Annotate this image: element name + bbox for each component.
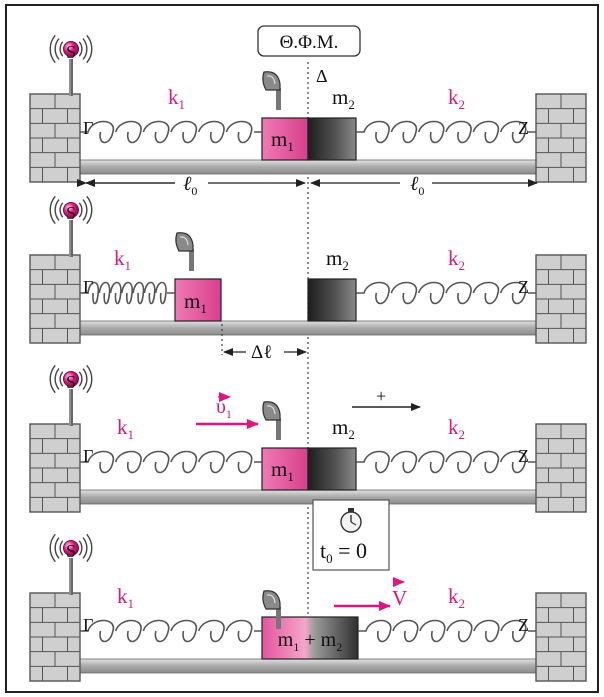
brick-wall xyxy=(29,592,81,682)
l0-left-label: ℓ0 xyxy=(183,173,197,198)
m1-label: m1 xyxy=(271,457,294,484)
m1-label: m1 xyxy=(271,127,294,154)
brick-wall xyxy=(29,93,81,183)
zeta-label: Z xyxy=(518,118,529,138)
panel-1-labels: k1 k2 m2 m1 Γ Z S ℓ0 ℓ0 xyxy=(66,42,529,198)
k2-label: k2 xyxy=(448,85,465,112)
zeta-label: Z xyxy=(518,277,529,297)
detector-icon xyxy=(262,590,281,629)
brick-wall xyxy=(535,93,587,183)
l0-right-label: ℓ0 xyxy=(410,173,424,198)
delta-l-label: Δℓ xyxy=(251,342,272,363)
spring xyxy=(356,120,536,144)
annotation-arrows xyxy=(77,179,538,611)
equilibrium-label-box: Θ.Φ.Μ. xyxy=(257,25,361,57)
spring xyxy=(80,619,262,643)
panel-4-labels: k1 k2 Γ Z S V m1 + m2 xyxy=(66,541,529,654)
speaker-label: S xyxy=(66,372,76,392)
k2-label: k2 xyxy=(448,246,465,273)
k1-label: k1 xyxy=(117,415,134,442)
delta-point-label: Δ xyxy=(316,66,328,86)
V-label: V xyxy=(392,586,407,610)
zeta-label: Z xyxy=(518,615,529,635)
panel-2-compressed xyxy=(29,195,587,344)
speaker-source-icon xyxy=(49,195,93,257)
k1-label: k1 xyxy=(114,246,131,273)
plus-direction-label: + xyxy=(376,386,386,406)
floor-rail xyxy=(79,489,541,505)
m1-block xyxy=(261,447,309,491)
panel-1-equilibrium xyxy=(29,34,587,183)
gamma-label: Γ xyxy=(83,446,93,466)
t0-label: t0 = 0 xyxy=(320,538,367,566)
m1-block xyxy=(174,278,222,322)
panels xyxy=(29,34,587,682)
floor-rail xyxy=(79,159,541,175)
brick-wall xyxy=(535,423,587,513)
detector-icon xyxy=(262,71,281,110)
outer-frame xyxy=(5,4,599,693)
floor-rail xyxy=(79,320,541,336)
m1-label: m1 xyxy=(184,289,207,316)
speaker-label: S xyxy=(66,203,76,223)
speaker-source-icon xyxy=(49,364,93,426)
detector-icon xyxy=(175,232,194,271)
speaker-label: S xyxy=(66,42,76,62)
speaker-label: S xyxy=(66,541,76,561)
brick-wall xyxy=(29,254,81,344)
brick-wall xyxy=(535,592,587,682)
brick-wall xyxy=(29,423,81,513)
spring xyxy=(356,281,536,305)
m2-label: m2 xyxy=(332,415,355,442)
speaker-source-icon xyxy=(49,533,93,595)
spring xyxy=(80,120,262,144)
gamma-label: Γ xyxy=(83,118,93,138)
k2-label: k2 xyxy=(448,584,465,611)
floor-rail xyxy=(79,658,541,674)
panel-4-combined xyxy=(29,533,587,682)
k2-label: k2 xyxy=(448,415,465,442)
k1-label: k1 xyxy=(168,85,185,112)
equilibrium-label: Θ.Φ.Μ. xyxy=(280,32,339,53)
m2-block xyxy=(307,278,357,322)
panel-3-collision xyxy=(29,364,587,513)
m2-block xyxy=(307,447,357,491)
spring xyxy=(358,619,536,643)
speaker-source-icon xyxy=(49,34,93,96)
stopwatch-icon xyxy=(340,508,362,533)
panel-2-labels: k1 k2 m2 m1 Γ Z S Δℓ xyxy=(66,203,529,363)
brick-wall xyxy=(535,254,587,344)
gamma-label: Γ xyxy=(83,615,93,635)
spring xyxy=(80,281,175,305)
m2-block xyxy=(307,117,357,161)
spring xyxy=(356,450,536,474)
combined-mass-label: m1 + m2 xyxy=(278,629,342,654)
detector-icon xyxy=(262,401,281,440)
v1-label: υ1 xyxy=(216,396,232,421)
stopwatch-box xyxy=(312,499,390,571)
zeta-label: Z xyxy=(518,446,529,466)
k1-label: k1 xyxy=(117,584,134,611)
gamma-label: Γ xyxy=(83,277,93,297)
spring xyxy=(80,450,262,474)
m2-label: m2 xyxy=(326,246,349,273)
panel-3-labels: k1 k2 m2 m1 Γ Z S υ1 + t0 = 0 xyxy=(66,372,529,566)
m2-label: m2 xyxy=(332,85,355,112)
